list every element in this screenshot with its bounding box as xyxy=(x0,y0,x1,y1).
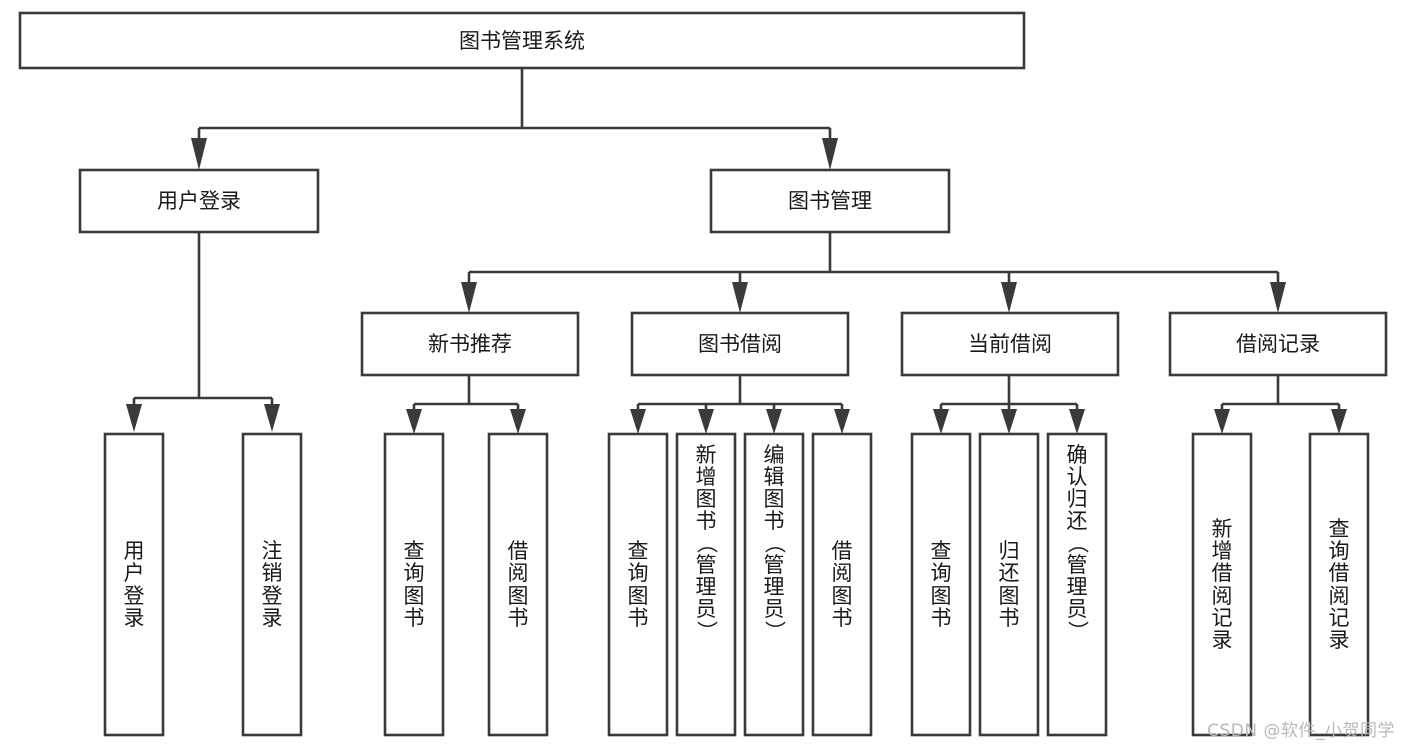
book-borrow-box[interactable] xyxy=(630,311,850,377)
borrow-record-box[interactable] xyxy=(1168,311,1388,377)
leaf-return-book-box[interactable] xyxy=(978,432,1040,737)
node-user-login[interactable]: 用户登录 xyxy=(78,168,320,234)
node-book-management[interactable]: 图书管理 xyxy=(709,168,951,234)
leaf-borrow-book-1-box[interactable] xyxy=(487,432,549,737)
book-management-box[interactable] xyxy=(709,168,951,234)
arrowhead-leaf-query-book-1 xyxy=(406,409,422,434)
node-current-borrow[interactable]: 当前借阅 xyxy=(900,311,1120,377)
node-root[interactable]: 图书管理系统 xyxy=(18,11,1026,70)
leaf-logout-login-box[interactable] xyxy=(241,432,303,737)
leaf-query-book-1-box[interactable] xyxy=(383,432,445,737)
arrowhead-leaf-borrow-book-2 xyxy=(834,409,850,434)
current-borrow-label: 当前借阅 xyxy=(968,332,1052,356)
leaf-borrow-book-2-box[interactable] xyxy=(811,432,873,737)
arrowhead-leaf-return-book xyxy=(1001,409,1017,434)
leaf-user-login-box[interactable] xyxy=(103,432,165,737)
arrowhead-user-login xyxy=(191,138,207,170)
arrowhead-leaf-borrow-book-1 xyxy=(510,409,526,434)
new-book-recommend-label: 新书推荐 xyxy=(428,332,512,356)
node-new-book-recommend[interactable]: 新书推荐 xyxy=(360,311,580,377)
current-borrow-box[interactable] xyxy=(900,311,1120,377)
node-book-borrow[interactable]: 图书借阅 xyxy=(630,311,850,377)
leaf-box-layer xyxy=(103,432,1370,737)
arrowhead-leaf-user-login xyxy=(126,404,142,432)
book-borrow-label: 图书借阅 xyxy=(698,332,782,356)
leaf-edit-book-admin-box[interactable] xyxy=(743,432,805,737)
csdn-watermark: CSDN @软件_小贺同学 xyxy=(1207,721,1395,741)
arrowhead-borrow-record xyxy=(1270,282,1286,313)
leaf-add-book-admin-box[interactable] xyxy=(675,432,737,737)
book-management-label: 图书管理 xyxy=(788,189,872,213)
arrowhead-book-management xyxy=(822,138,838,170)
root-box[interactable] xyxy=(18,11,1026,70)
new-book-recommend-box[interactable] xyxy=(360,311,580,377)
arrowhead-leaf-add-book-admin xyxy=(698,409,714,434)
user-login-box[interactable] xyxy=(78,168,320,234)
arrowhead-book-borrow xyxy=(732,282,748,313)
arrowhead-leaf-edit-book-admin xyxy=(766,409,782,434)
arrowhead-new-book-recommend xyxy=(461,282,477,313)
arrowhead-current-borrow xyxy=(1001,282,1017,313)
arrowhead-leaf-add-borrow-record xyxy=(1214,409,1230,434)
arrowhead-leaf-logout-login xyxy=(264,404,280,432)
borrow-record-label: 借阅记录 xyxy=(1236,332,1320,356)
arrowhead-leaf-query-borrow-record xyxy=(1331,409,1347,434)
leaf-query-book-3-box[interactable] xyxy=(910,432,972,737)
node-borrow-record[interactable]: 借阅记录 xyxy=(1168,311,1388,377)
user-login-label: 用户登录 xyxy=(157,189,241,213)
arrowhead-leaf-query-book-3 xyxy=(933,409,949,434)
connector-layer xyxy=(126,68,1347,434)
leaf-query-book-2-box[interactable] xyxy=(607,432,669,737)
leaf-confirm-return-admin-box[interactable] xyxy=(1046,432,1108,737)
leaf-query-borrow-record-box[interactable] xyxy=(1308,432,1370,737)
arrowhead-leaf-query-book-2 xyxy=(630,409,646,434)
arrowhead-leaf-confirm-return-admin xyxy=(1069,409,1085,434)
root-label: 图书管理系统 xyxy=(459,29,585,53)
leaf-add-borrow-record-box[interactable] xyxy=(1191,432,1253,737)
